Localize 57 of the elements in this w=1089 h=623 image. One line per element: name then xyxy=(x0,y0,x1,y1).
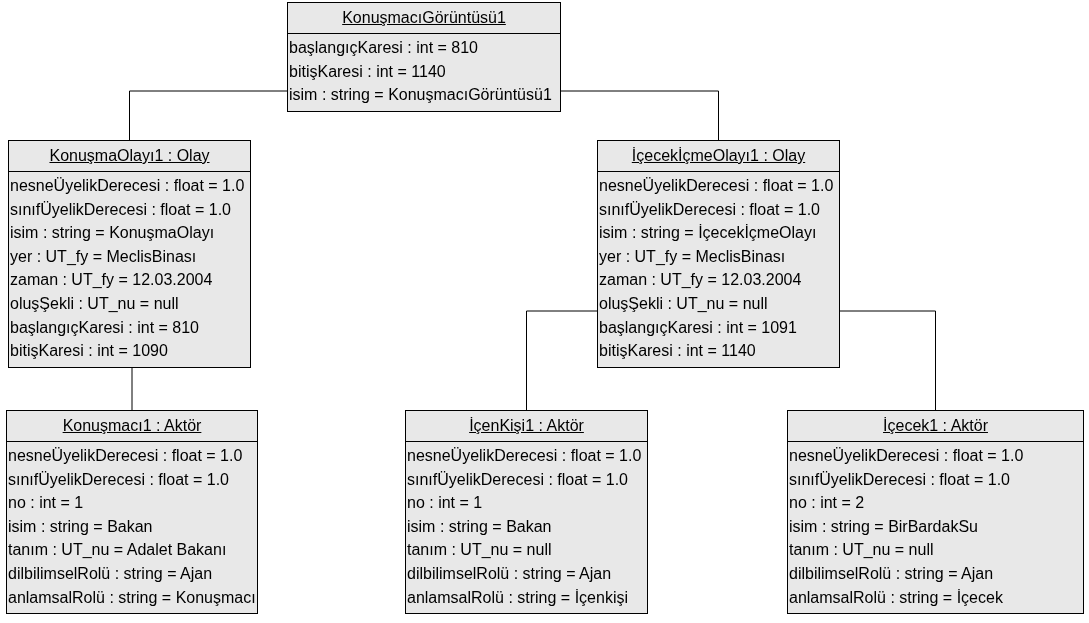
attribute-text: sınıfÜyelikDerecesi : float = 1.0 xyxy=(407,469,629,490)
attribute-text: sınıfÜyelikDerecesi : float = 1.0 xyxy=(10,199,232,220)
attribute-text: dilbilimselRolü : string = Ajan xyxy=(789,563,995,584)
object-name: Konuşmacı1 : Aktör xyxy=(62,417,202,435)
attribute-text: nesneÜyelikDerecesi : float = 1.0 xyxy=(8,446,244,466)
attribute-text: tanım : UT_nu = Adalet Bakanı xyxy=(8,540,228,561)
attribute-text: nesneÜyelikDerecesi : float = 1.0 xyxy=(407,446,643,466)
attribute-text: sınıfÜyelikDerecesi : float = 1.0 xyxy=(789,469,1011,490)
object-box xyxy=(405,410,648,615)
attribute-text: sınıfÜyelikDerecesi : float = 1.0 xyxy=(599,199,821,220)
attribute-text: zaman : UT_fy = 12.03.2004 xyxy=(10,270,214,291)
attribute-text: isim : string = Bakan xyxy=(8,516,154,537)
connector-line xyxy=(560,90,719,141)
attribute-text: no : int = 1 xyxy=(407,493,484,514)
connector-line xyxy=(839,310,936,411)
attribute-text: isim : string = İçecekİçmeOlayı xyxy=(599,223,818,244)
attribute-text: anlamsalRolü : string = İçecek xyxy=(789,587,1004,608)
object-box xyxy=(597,140,840,368)
attribute-text: isim : string = KonuşmacıGörüntüsü1 xyxy=(289,85,553,106)
attribute-text: yer : UT_fy = MeclisBinası xyxy=(599,246,787,267)
object-box xyxy=(8,140,251,368)
attribute-text: tanım : UT_nu = null xyxy=(407,540,553,561)
object-name: İçecek1 : Aktör xyxy=(883,417,988,435)
attribute-text: no : int = 1 xyxy=(8,493,85,514)
attribute-text: anlamsalRolü : string = Konuşmacı xyxy=(8,587,257,608)
attribute-text: nesneÜyelikDerecesi : float = 1.0 xyxy=(789,446,1025,466)
connector-line xyxy=(131,367,133,411)
attribute-text: bitişKaresi : int = 1090 xyxy=(10,341,169,362)
attribute-text: isim : string = BirBardakSu xyxy=(789,516,979,537)
object-box xyxy=(287,2,561,112)
attribute-text: sınıfÜyelikDerecesi : float = 1.0 xyxy=(8,469,230,490)
attribute-text: dilbilimselRolü : string = Ajan xyxy=(8,563,214,584)
object-box xyxy=(6,410,258,615)
object-name: İçecekİçmeOlayı1 : Olay xyxy=(631,147,806,165)
attribute-text: yer : UT_fy = MeclisBinası xyxy=(10,246,198,267)
attribute-text: anlamsalRolü : string = İçenkişi xyxy=(407,587,629,608)
object-name: İçenKişi1 : Aktör xyxy=(469,417,584,435)
attribute-text: bitişKaresi : int = 1140 xyxy=(599,341,757,362)
attribute-text: no : int = 2 xyxy=(789,493,866,514)
object-name: KonuşmaOlayı1 : Olay xyxy=(49,147,210,165)
attribute-text: bitişKaresi : int = 1140 xyxy=(289,61,447,82)
attribute-text: başlangıçKaresi : int = 810 xyxy=(289,38,479,58)
attribute-text: zaman : UT_fy = 12.03.2004 xyxy=(599,270,803,291)
connector-line xyxy=(129,90,288,141)
attribute-text: dilbilimselRolü : string = Ajan xyxy=(407,563,613,584)
object-box xyxy=(787,410,1084,615)
attribute-text: isim : string = Bakan xyxy=(407,516,553,537)
attribute-text: oluşŞekli : UT_nu = null xyxy=(10,293,180,314)
attribute-text: nesneÜyelikDerecesi : float = 1.0 xyxy=(599,176,835,196)
attribute-text: tanım : UT_nu = null xyxy=(789,540,935,561)
attribute-text: başlangıçKaresi : int = 1091 xyxy=(599,317,798,338)
connector-line xyxy=(526,310,598,411)
attribute-text: isim : string = KonuşmaOlayı xyxy=(10,223,216,244)
attribute-text: oluşŞekli : UT_nu = null xyxy=(599,293,769,314)
attribute-text: nesneÜyelikDerecesi : float = 1.0 xyxy=(10,176,246,196)
object-name: KonuşmacıGörüntüsü1 xyxy=(342,9,506,27)
attribute-text: başlangıçKaresi : int = 810 xyxy=(10,317,200,338)
